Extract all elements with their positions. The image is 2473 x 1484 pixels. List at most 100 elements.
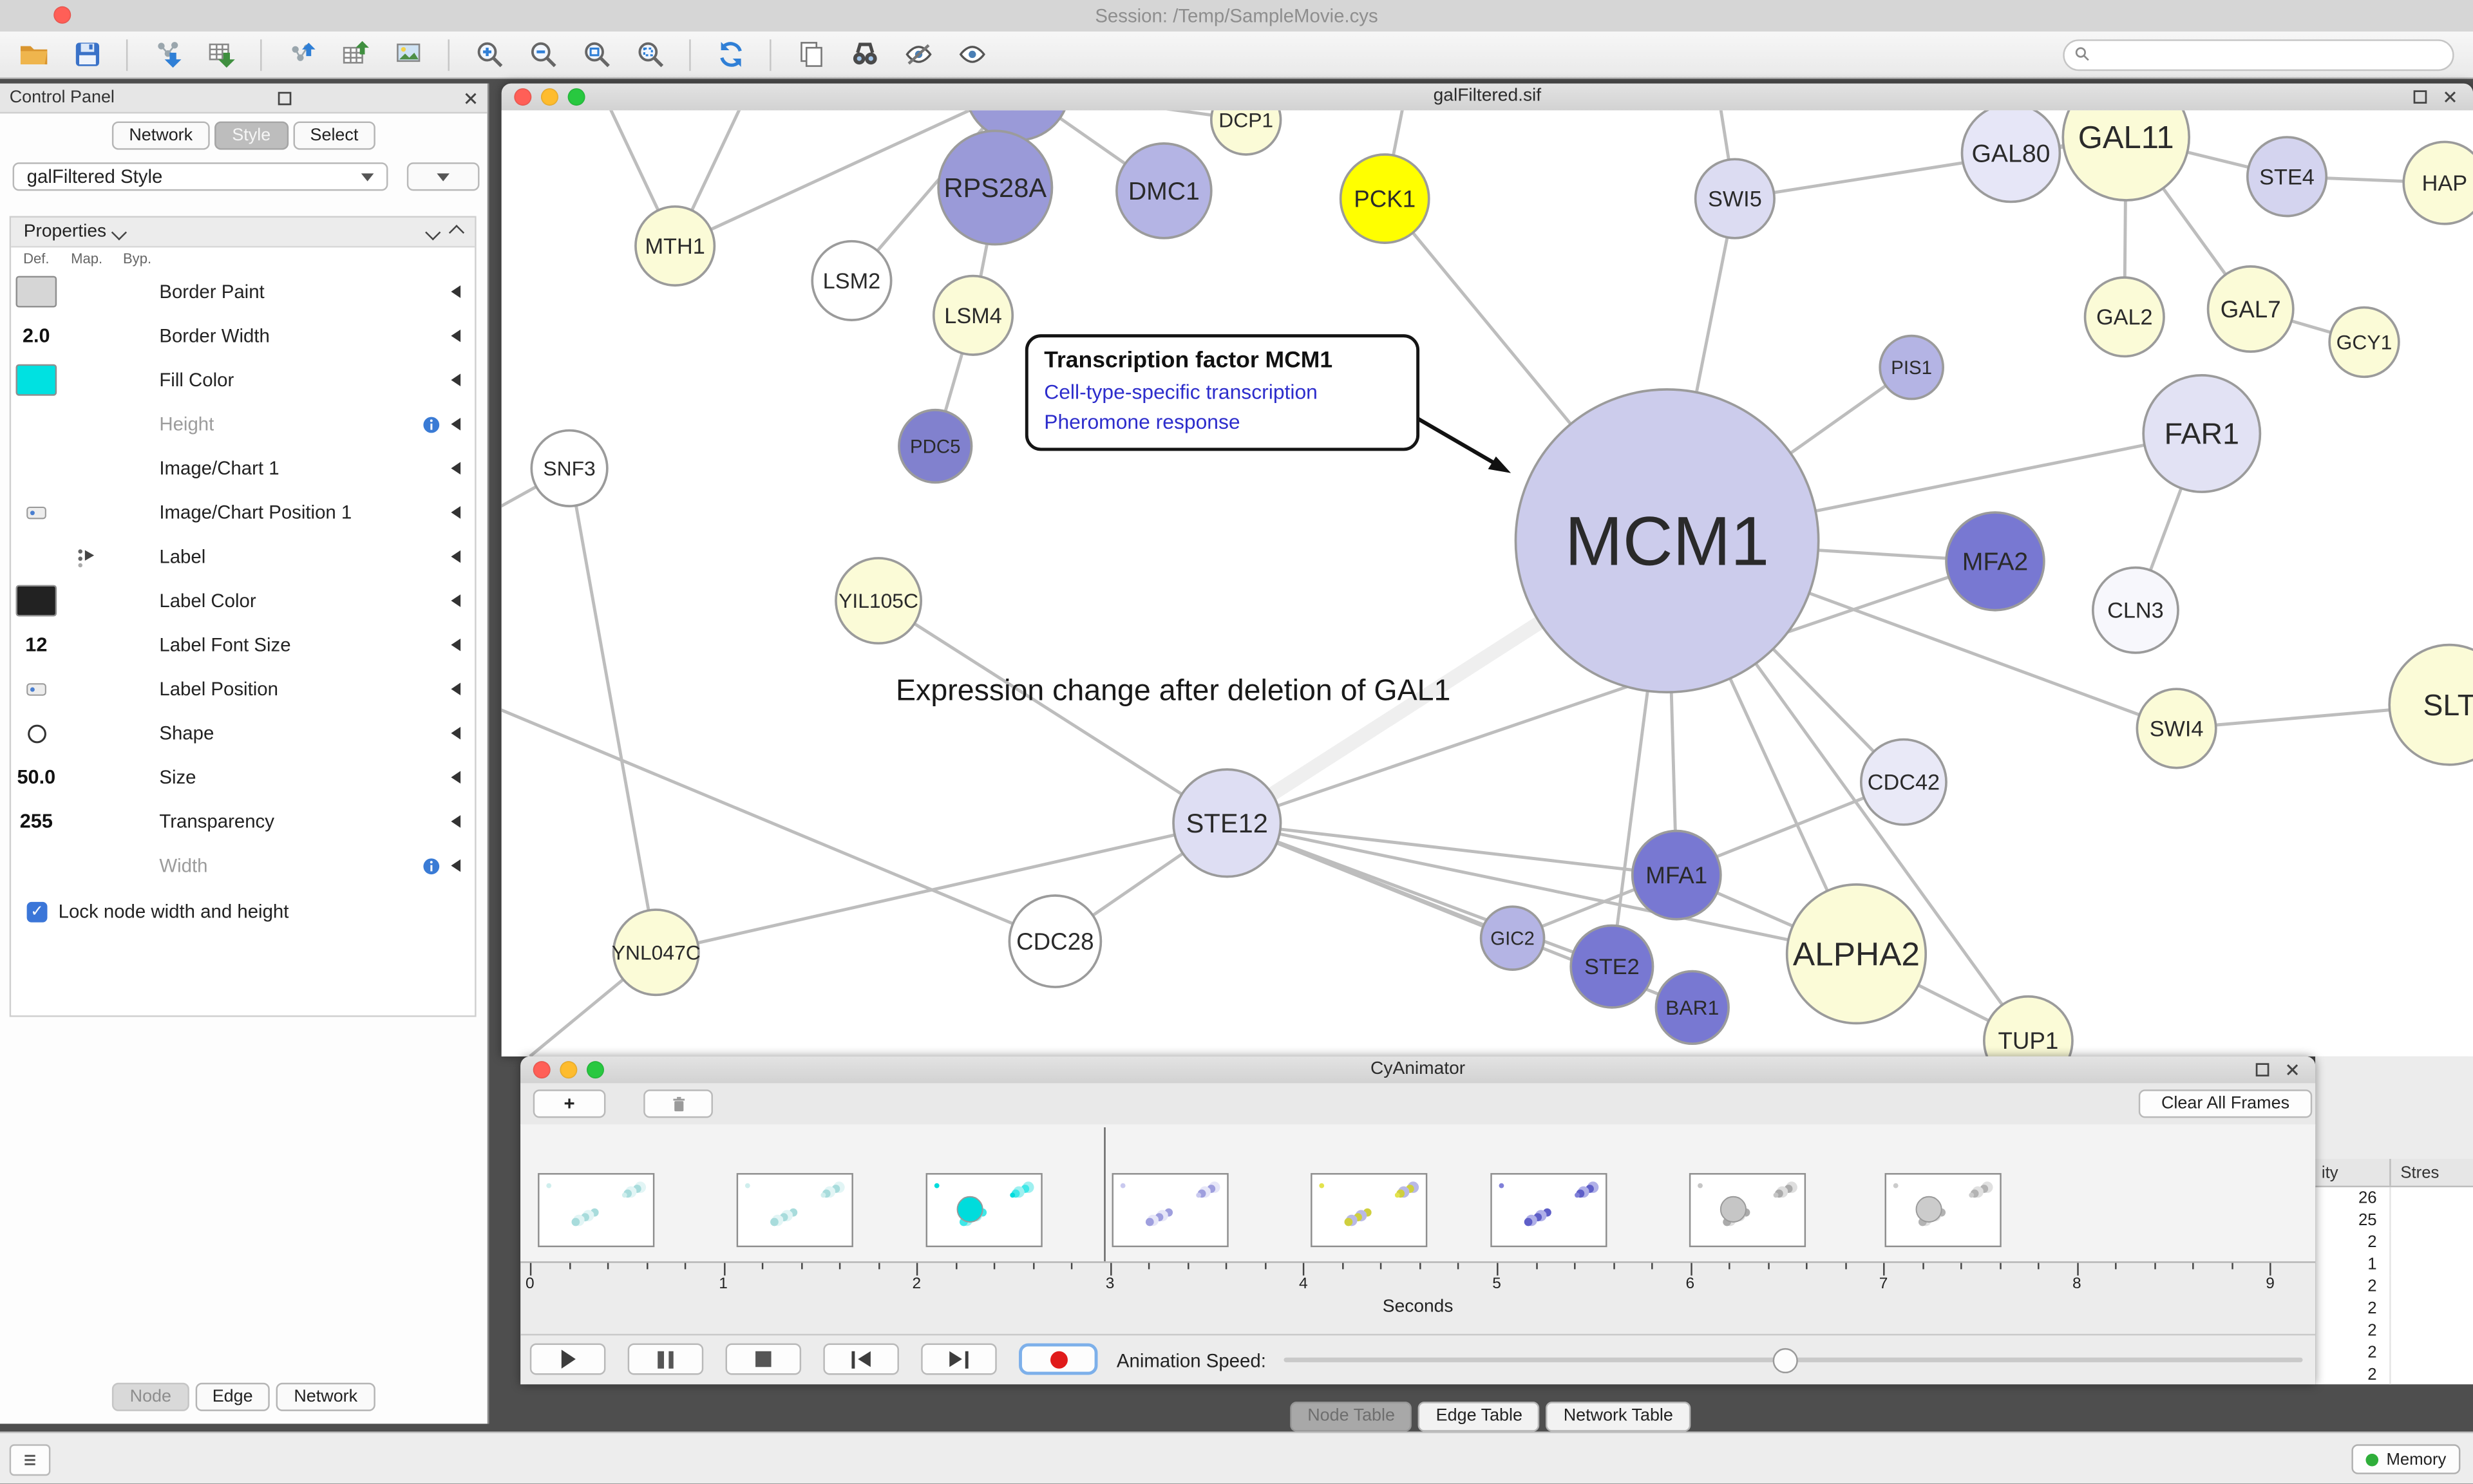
expand-arrow-icon[interactable] [451,859,461,872]
node-HAP[interactable] [2402,140,2473,225]
node-SLT[interactable] [2388,643,2473,766]
edge-top-partial-DCP1[interactable] [1018,110,1247,122]
minimize-icon[interactable] [560,1061,578,1079]
annotation-link[interactable]: Cell-type-specific transcription [1044,380,1318,404]
expand-arrow-icon[interactable] [451,771,461,784]
close-icon[interactable] [514,88,532,106]
node-MCM1[interactable] [1514,388,1820,693]
zoom-fit-button[interactable] [573,35,620,73]
close-icon[interactable] [533,1061,551,1079]
export-image-button[interactable] [385,35,432,73]
maximize-icon[interactable] [567,88,585,106]
search-field[interactable] [2063,39,2454,70]
node-DCP1[interactable] [1209,110,1282,156]
table-column-header[interactable]: Stres [2400,1163,2440,1182]
node-GAL2[interactable] [2083,276,2165,358]
default-value-cell[interactable] [11,364,61,396]
edge-MTH1-top-partial[interactable] [674,110,1017,248]
stop-button[interactable] [725,1343,802,1375]
node-CDC42[interactable] [1859,738,1947,826]
node-LSM4[interactable] [932,274,1014,356]
refresh-layout-button[interactable] [706,35,753,73]
node-ALPHA2[interactable] [1785,883,1928,1025]
node-GAL80[interactable] [1960,110,2061,203]
tab-network[interactable]: Network [111,121,211,150]
current-style-dropdown[interactable]: galFiltered Style [12,162,388,191]
expand-all-icon[interactable] [448,223,465,240]
node-GAL7[interactable] [2206,265,2295,353]
show-panels-button[interactable] [9,1444,51,1476]
node-PIS1[interactable] [1879,334,1944,400]
default-value-cell[interactable] [11,276,61,308]
tab-node-table[interactable]: Node Table [1290,1402,1412,1432]
frame-thumbnail-5[interactable] [1311,1173,1428,1248]
node-DMC1[interactable] [1115,142,1213,240]
expand-arrow-icon[interactable] [451,285,461,298]
close-view-icon[interactable] [2282,1060,2303,1080]
default-value-cell[interactable]: 2.0 [23,324,50,347]
expand-arrow-icon[interactable] [451,594,461,607]
node-CDC28[interactable] [1008,894,1103,988]
table-cell[interactable]: 26 [2315,1187,2391,1210]
annotation-link[interactable]: Pheromone response [1044,409,1240,434]
node-PDC5[interactable] [898,408,973,484]
expand-arrow-icon[interactable] [451,417,461,431]
tab-edge[interactable]: Edge [194,1382,270,1411]
tab-network-table[interactable]: Network Table [1546,1402,1691,1432]
table-column-header[interactable]: ity [2315,1159,2391,1186]
node-STE12[interactable] [1172,768,1282,878]
expand-arrow-icon[interactable] [451,550,461,563]
close-window-button[interactable] [53,6,71,24]
float-panel-icon[interactable] [274,88,295,108]
edge-STE12-YNL047C[interactable] [656,821,1227,954]
node-SNF3[interactable] [530,429,609,507]
expand-arrow-icon[interactable] [451,638,461,652]
edge-SNF3-YNL047C[interactable] [567,467,658,953]
mapping-cell[interactable] [62,545,112,568]
skip-to-start-button[interactable] [823,1343,899,1375]
hide-details-button[interactable] [895,35,942,73]
frame-thumbnail-1[interactable] [538,1173,655,1248]
import-table-button[interactable] [197,35,244,73]
table-cell[interactable]: 2 [2315,1231,2391,1254]
node-TUP1[interactable] [1983,995,2074,1057]
animation-speed-slider[interactable] [1284,1335,2306,1382]
expand-arrow-icon[interactable] [451,726,461,740]
frame-thumbnail-7[interactable] [1689,1173,1806,1248]
default-value-cell[interactable] [11,721,61,745]
minimize-icon[interactable] [541,88,558,106]
edge-STE12-ALPHA2[interactable] [1226,821,1857,956]
open-session-button[interactable] [10,35,57,73]
import-network-button[interactable] [144,35,191,73]
node-YNL047C[interactable] [612,908,700,997]
default-value-cell[interactable]: 255 [19,810,53,833]
frame-thumbnail-8[interactable] [1884,1173,2002,1248]
slider-handle[interactable] [1772,1348,1798,1374]
node-STE2[interactable] [1569,924,1654,1009]
table-cell[interactable]: 1 [2315,1253,2391,1276]
annotation-box[interactable]: Transcription factor MCM1 Cell-type-spec… [1025,334,1420,451]
node-MFA2[interactable] [1945,511,2045,612]
expand-arrow-icon[interactable] [451,506,461,519]
table-cell[interactable]: 2 [2315,1342,2391,1364]
node-MFA1[interactable] [1631,829,1722,921]
tab-node[interactable]: Node [112,1382,189,1411]
table-cell[interactable]: 2 [2315,1364,2391,1385]
expand-arrow-icon[interactable] [451,682,461,696]
color-swatch[interactable] [15,364,57,396]
node-SWI4[interactable] [2136,688,2217,769]
expand-arrow-icon[interactable] [451,815,461,828]
maximize-icon[interactable] [587,1061,604,1079]
default-value-cell[interactable] [11,501,61,525]
edge-MFA2-STE12[interactable] [1226,559,1996,825]
export-table-button[interactable] [331,35,378,73]
node-GIC2[interactable] [1479,905,1546,971]
tab-edge-table[interactable]: Edge Table [1418,1402,1540,1432]
expand-arrow-icon[interactable] [451,462,461,475]
export-network-button[interactable] [278,35,325,73]
copy-button[interactable] [787,35,834,73]
float-window-icon[interactable] [2252,1060,2273,1080]
node-RPS28A[interactable] [937,129,1054,246]
default-value-cell[interactable]: 12 [25,634,48,656]
